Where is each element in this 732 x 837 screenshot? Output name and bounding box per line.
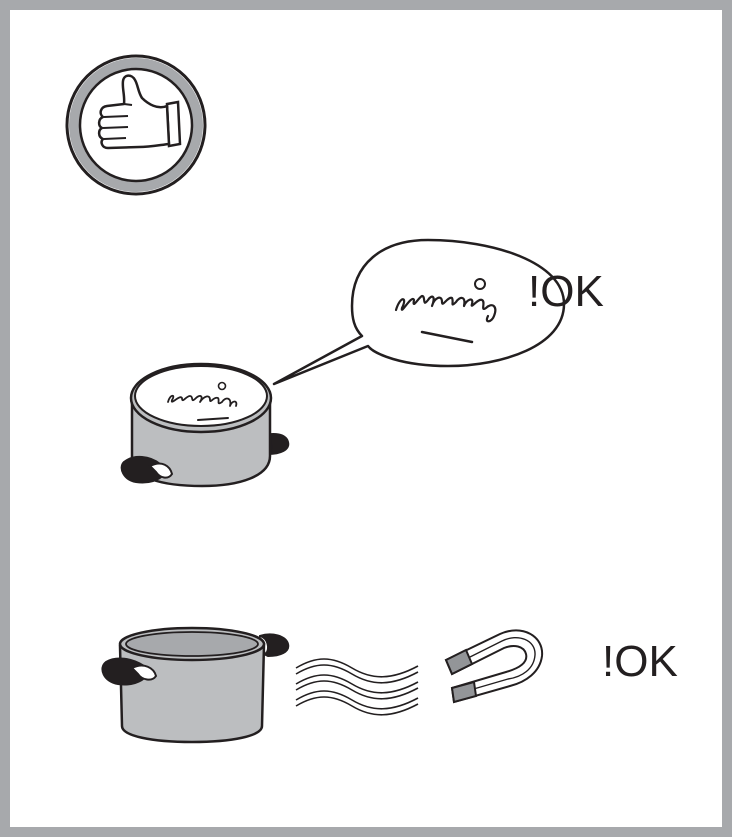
ok-label-2: !OK [602, 640, 678, 684]
open-pot-icon [92, 622, 292, 752]
magnetic-waves-icon [292, 650, 432, 720]
horseshoe-magnet-icon [440, 624, 550, 704]
ok-label-1: !OK [528, 270, 604, 314]
diagram-page: !OK [10, 10, 722, 827]
thumbs-up-icon [54, 52, 224, 202]
lid-with-spiral-icon [110, 350, 310, 500]
